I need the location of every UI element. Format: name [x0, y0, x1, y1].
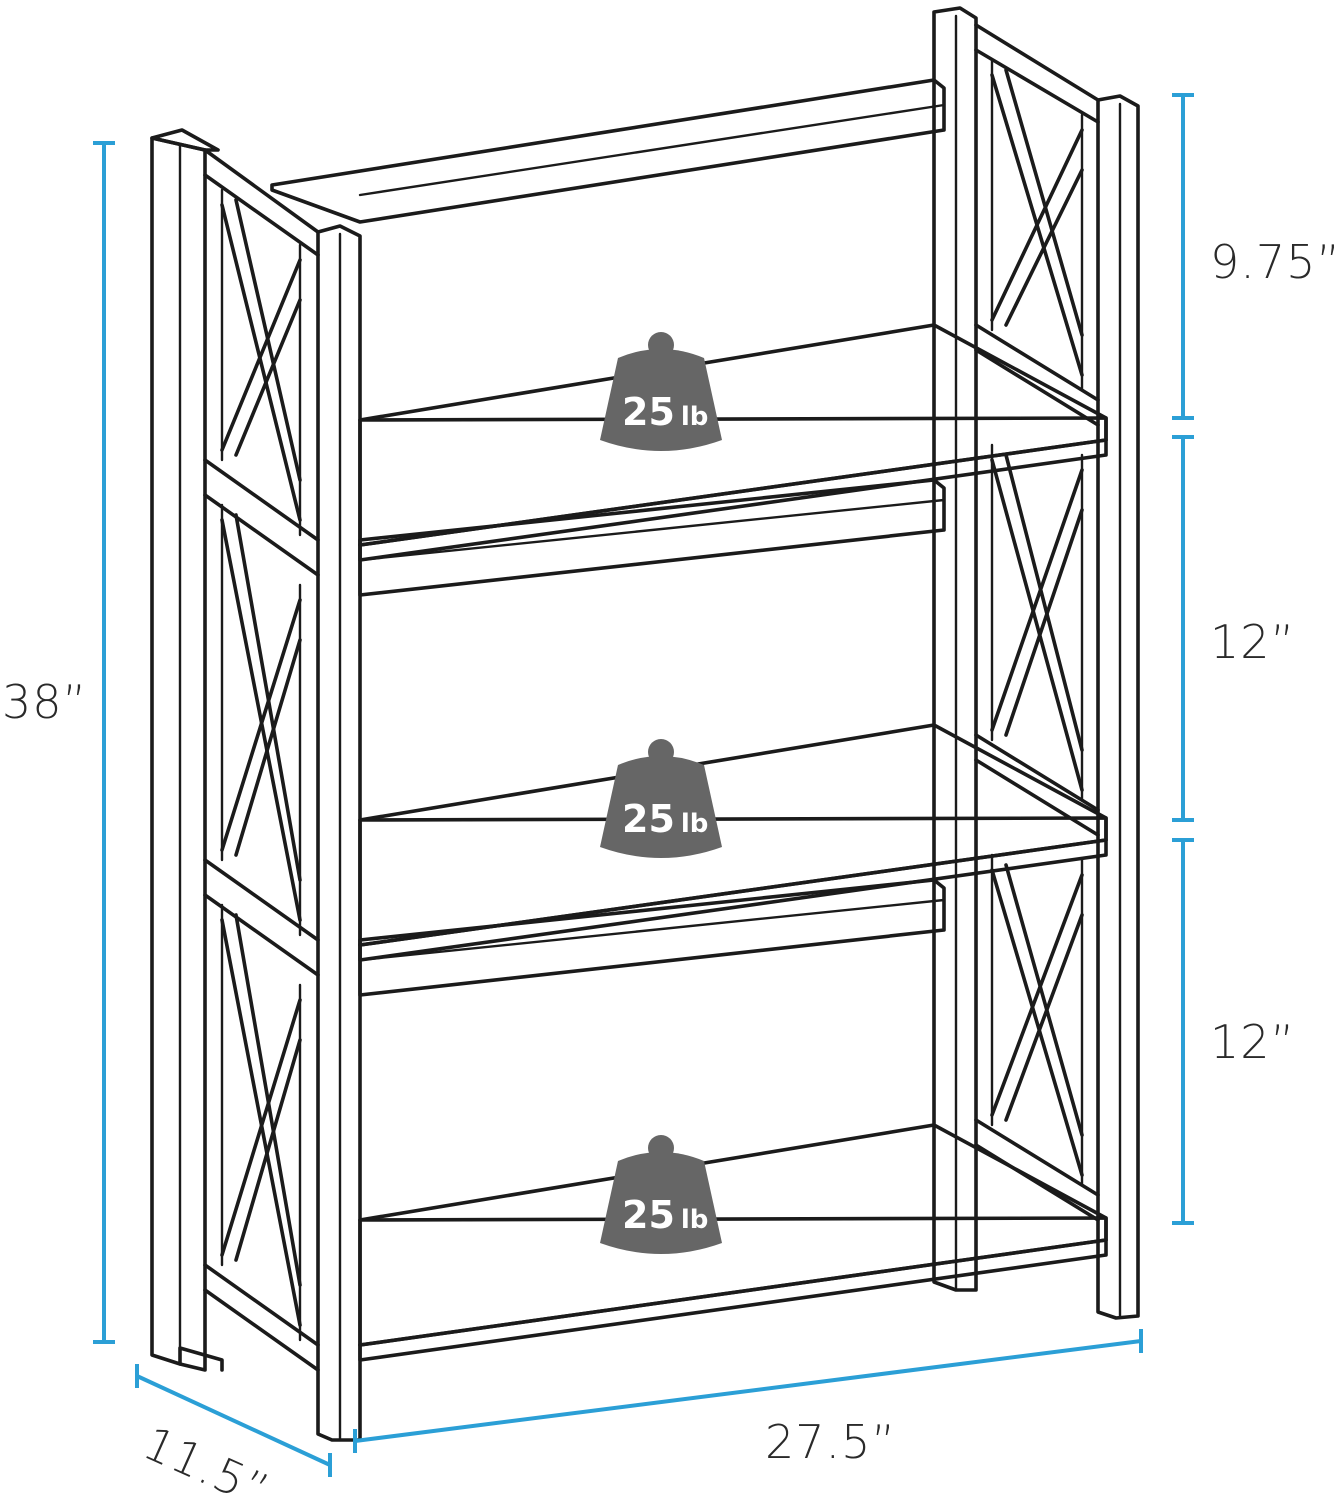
weight-middle-value: 25: [622, 797, 675, 841]
width-dimension: 27.5”: [353, 1329, 1143, 1469]
shelf-top: [358, 323, 1108, 562]
middle-gap-dimension: 12”: [1172, 435, 1295, 822]
bottom-gap-dimension: 12”: [1172, 838, 1295, 1225]
height-label: 38”: [2, 675, 87, 729]
width-label: 27.5”: [765, 1415, 896, 1469]
bottom-gap-label: 12”: [1210, 1015, 1295, 1069]
top-gap-label: 9.75”: [1210, 235, 1340, 289]
weight-bottom-value: 25: [622, 1193, 675, 1237]
shelf-middle: [358, 723, 1108, 962]
back-rails: [270, 78, 946, 997]
right-side-panel: [932, 6, 1140, 1320]
shelf-bottom: [358, 1123, 1108, 1362]
weight-middle-unit: lb: [681, 809, 709, 839]
weight-top-unit: lb: [681, 402, 709, 432]
left-side-panel: [150, 128, 362, 1442]
depth-dimension: 11.5”: [135, 1364, 332, 1500]
middle-gap-label: 12”: [1210, 615, 1295, 669]
depth-label: 11.5”: [136, 1416, 278, 1500]
weight-bottom-unit: lb: [681, 1205, 709, 1235]
height-dimension: 38”: [2, 141, 115, 1344]
weight-top-value: 25: [622, 390, 675, 434]
top-gap-dimension: 9.75”: [1172, 93, 1340, 420]
